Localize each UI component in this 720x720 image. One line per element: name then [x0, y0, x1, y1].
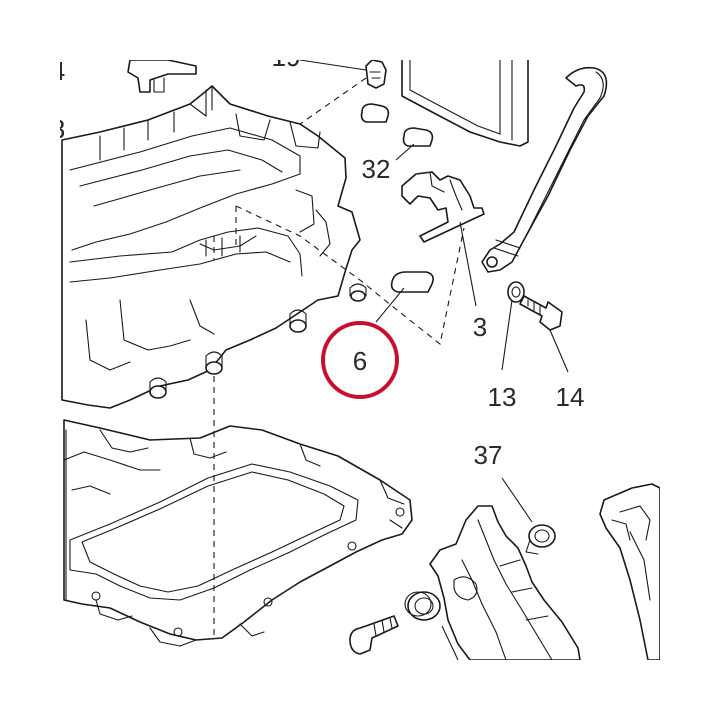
callout-6: 6 [353, 346, 367, 376]
assembly-dash-lines [213, 77, 465, 640]
frame-mask-bottom [0, 660, 720, 720]
callout-14: 14 [556, 382, 585, 412]
bolt-part-14 [519, 295, 563, 331]
callout-6-highlight-ring [321, 321, 399, 399]
pad-part-6 [390, 271, 434, 293]
lower-bracket-part [429, 505, 581, 661]
leader-lines [299, 59, 569, 661]
gasket-frame-part [63, 419, 413, 647]
bracket-part-3 [401, 171, 485, 243]
pad-part-32 [360, 103, 434, 147]
bolt-part-bottom [349, 615, 399, 655]
frame-mask-left [0, 0, 60, 720]
callout-19-edge: 19 [272, 42, 301, 72]
callout-4-edge: 4 [51, 56, 65, 86]
callout-3: 3 [473, 312, 487, 342]
callout-13: 13 [488, 382, 517, 412]
partial-component-right [599, 483, 661, 661]
frame-mask-top [0, 0, 720, 60]
washer-part-13 [507, 281, 525, 303]
callout-32: 32 [362, 154, 391, 184]
upper-housing-part [61, 85, 367, 409]
dipstick-tube-part [481, 66, 608, 273]
frame-mask-right [660, 0, 720, 720]
callout-37: 37 [474, 440, 503, 470]
clip-part-19 [365, 59, 387, 89]
cover-box-part [401, 59, 529, 147]
partial-component-top [127, 59, 197, 93]
spacer-part [404, 591, 441, 621]
grommet-part-37 [525, 524, 556, 555]
callout-8-edge: 8 [51, 114, 65, 144]
